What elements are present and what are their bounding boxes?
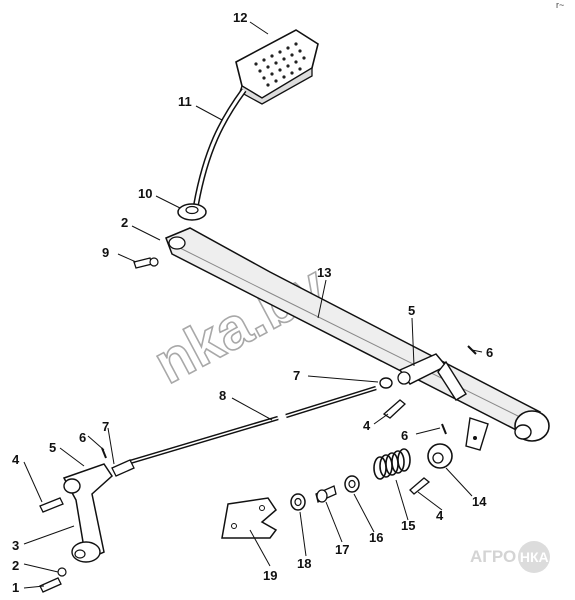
spring-washer [344, 475, 360, 493]
logo-text-left: АГРО [470, 547, 517, 566]
callout-7-left: 7 [102, 419, 109, 434]
callout-4-left: 4 [12, 452, 20, 467]
callout-10: 10 [138, 186, 152, 201]
callout-6-left: 6 [79, 430, 86, 445]
lower-lever [62, 463, 113, 563]
cotter-pin-left [101, 447, 107, 459]
callout-6-center: 6 [401, 428, 408, 443]
brand-logo: АГРО НКА [470, 541, 570, 573]
callout-8: 8 [219, 388, 226, 403]
callout-16: 16 [369, 530, 383, 545]
bolt-right [409, 477, 431, 495]
callout-15: 15 [401, 518, 415, 533]
callout-18: 18 [297, 556, 311, 571]
lock-nut [290, 493, 306, 511]
shaft-lever [397, 353, 467, 401]
callout-12: 12 [233, 10, 247, 25]
callout-4-middle: 4 [363, 418, 371, 433]
adjusting-screw [315, 485, 337, 503]
bolt-middle [382, 399, 406, 419]
bolt-upper [133, 257, 159, 269]
callout-11: 11 [178, 94, 192, 109]
callout-3: 3 [12, 538, 19, 553]
return-spring [373, 448, 411, 480]
callout-2-upper: 2 [121, 215, 128, 230]
corner-mark: r~ [556, 0, 565, 10]
callout-5-right: 5 [408, 303, 415, 318]
callout-14: 14 [472, 494, 487, 509]
logo-disc: НКА [518, 541, 551, 573]
bolt-bottom [39, 567, 67, 593]
callout-1: 1 [12, 580, 19, 595]
bolt-left [39, 497, 64, 513]
leader-lines [23, 21, 483, 589]
callout-5-left: 5 [49, 440, 56, 455]
callout-17: 17 [335, 542, 349, 557]
pedal-arm [193, 88, 247, 206]
cotter-pin-center [441, 423, 447, 435]
callout-4-right: 4 [436, 508, 444, 523]
callout-19: 19 [263, 568, 277, 583]
pedal-pad [235, 29, 319, 105]
pedal-hub [177, 203, 207, 221]
mounting-bracket [221, 497, 278, 539]
bushing [427, 443, 453, 469]
callout-9: 9 [102, 245, 109, 260]
callout-7-right: 7 [293, 368, 300, 383]
linkage-rod [111, 377, 393, 477]
callout-2-lower: 2 [12, 558, 19, 573]
callout-6-right: 6 [486, 345, 493, 360]
callout-13: 13 [317, 265, 331, 280]
